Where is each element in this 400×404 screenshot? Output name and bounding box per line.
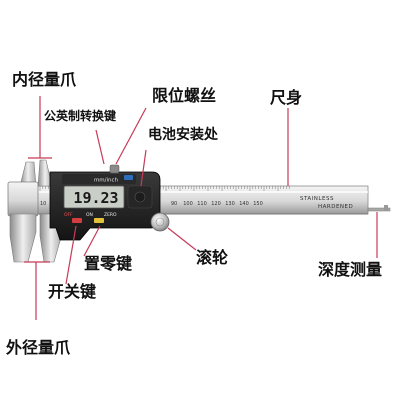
label-thumb-wheel: 滚轮: [196, 248, 229, 267]
label-depth: 深度测量: [318, 260, 383, 279]
pointer-limit-screw: [115, 107, 147, 165]
label-power-key: 开关键: [48, 282, 97, 301]
label-zero-key: 置零键: [84, 254, 133, 273]
scale-tick-label: 90: [171, 201, 177, 207]
fixed-jaw: 10: [7, 161, 46, 263]
mode-button-label: mm/inch: [94, 178, 119, 184]
scale-tick-label: 110: [197, 201, 207, 207]
lcd-reading: 19.23: [73, 189, 118, 207]
zero-button[interactable]: [94, 218, 104, 223]
pointer-lines: [24, 96, 378, 320]
limit-screw[interactable]: [109, 164, 120, 174]
head-tick-label: 10: [40, 201, 46, 207]
label-limit-screw: 限位螺丝: [152, 86, 217, 105]
pointer-battery: [140, 149, 147, 187]
pointer-zero-key: [83, 225, 101, 257]
thumb-wheel[interactable]: [150, 212, 170, 232]
label-unit-switch: 公英制转换键: [44, 109, 117, 123]
beam-tick-labels: 90 100 110 120 130 140 150: [171, 201, 263, 207]
label-outer-jaw: 外径量爪: [6, 338, 71, 357]
label-inner-jaw: 内径量爪: [12, 70, 77, 89]
scale-tick-label: 130: [225, 201, 235, 207]
depth-rod: [367, 205, 391, 212]
stainless-text: STAINLESS: [300, 196, 334, 202]
display-housing: mm/inch 19.23 OFF ON ZERO: [49, 164, 161, 241]
power-button[interactable]: [72, 218, 82, 223]
lcd-screen: [63, 185, 125, 209]
scale-tick-label: 120: [211, 201, 221, 207]
pointer-unit-switch: [95, 129, 105, 165]
label-ruler-body: 尺身: [270, 88, 303, 107]
scale-tick-label: 100: [183, 201, 193, 207]
label-battery: 电池安装处: [148, 127, 218, 143]
pointer-thumb-wheel: [167, 227, 197, 251]
on-label: ON: [86, 212, 93, 218]
zero-label: ZERO: [104, 212, 117, 218]
pointer-power-key: [65, 225, 77, 285]
mode-button[interactable]: [124, 175, 133, 180]
scale-tick-label: 150: [253, 201, 263, 207]
scale-tick-label: 140: [239, 201, 249, 207]
off-label: OFF: [64, 212, 73, 218]
hardened-text: HARDENED: [318, 204, 353, 210]
